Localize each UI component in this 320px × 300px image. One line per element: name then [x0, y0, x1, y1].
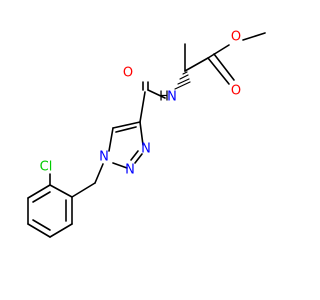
bond-n1-n2	[112, 162, 128, 169]
bond-ph-c1-c2	[49, 184, 73, 198]
bond-amide-c-ring	[139, 91, 146, 123]
bond-ph-c4-c5	[27, 223, 51, 238]
atom-n1: N	[99, 150, 109, 165]
bond-o-ester-carbonyl-c	[207, 44, 230, 59]
bond-c4-c5-inner	[115, 126, 137, 133]
bond-n2-n3-a	[134, 153, 143, 164]
atom-n3: N	[141, 142, 151, 157]
bond-ph-c5-c6	[49, 223, 73, 238]
atom-cl: Cl	[40, 160, 53, 175]
bond-n3-c4	[139, 121, 144, 146]
hashed-wedge-bond	[174, 71, 191, 90]
bond-ph-c2-c3-inner	[32, 191, 51, 203]
atom-h-amide: H	[159, 90, 169, 105]
bond-n1-ch2	[94, 163, 104, 184]
bond-ome-methyl	[242, 32, 266, 41]
atom-o-ester-single: O	[231, 30, 241, 45]
bond-n2-n3-b	[130, 150, 139, 161]
bond-ph-c2-c3	[27, 184, 51, 199]
bond-ester-carbonyl-double-a	[207, 57, 230, 85]
molecule-diagram: O O O N H N N N Cl	[27, 30, 266, 238]
structure-svg: O O O N H N N N Cl	[27, 30, 266, 238]
atom-n2: N	[125, 163, 135, 178]
bond-c4-c5	[112, 121, 141, 129]
bond-ester-carbonyl-double-b	[213, 53, 235, 81]
atom-o-amide: O	[123, 66, 133, 81]
bond-nh-amide-c	[147, 89, 166, 99]
atom-o-ester-double: O	[231, 84, 241, 99]
bond-ch2-phenyl	[71, 182, 96, 198]
atom-n-amide: N	[167, 90, 177, 105]
bond-ph-c4-c5-inner	[32, 219, 51, 231]
bond-c5-n1	[108, 127, 114, 152]
bond-alpha-c-carbonyl	[184, 57, 209, 72]
